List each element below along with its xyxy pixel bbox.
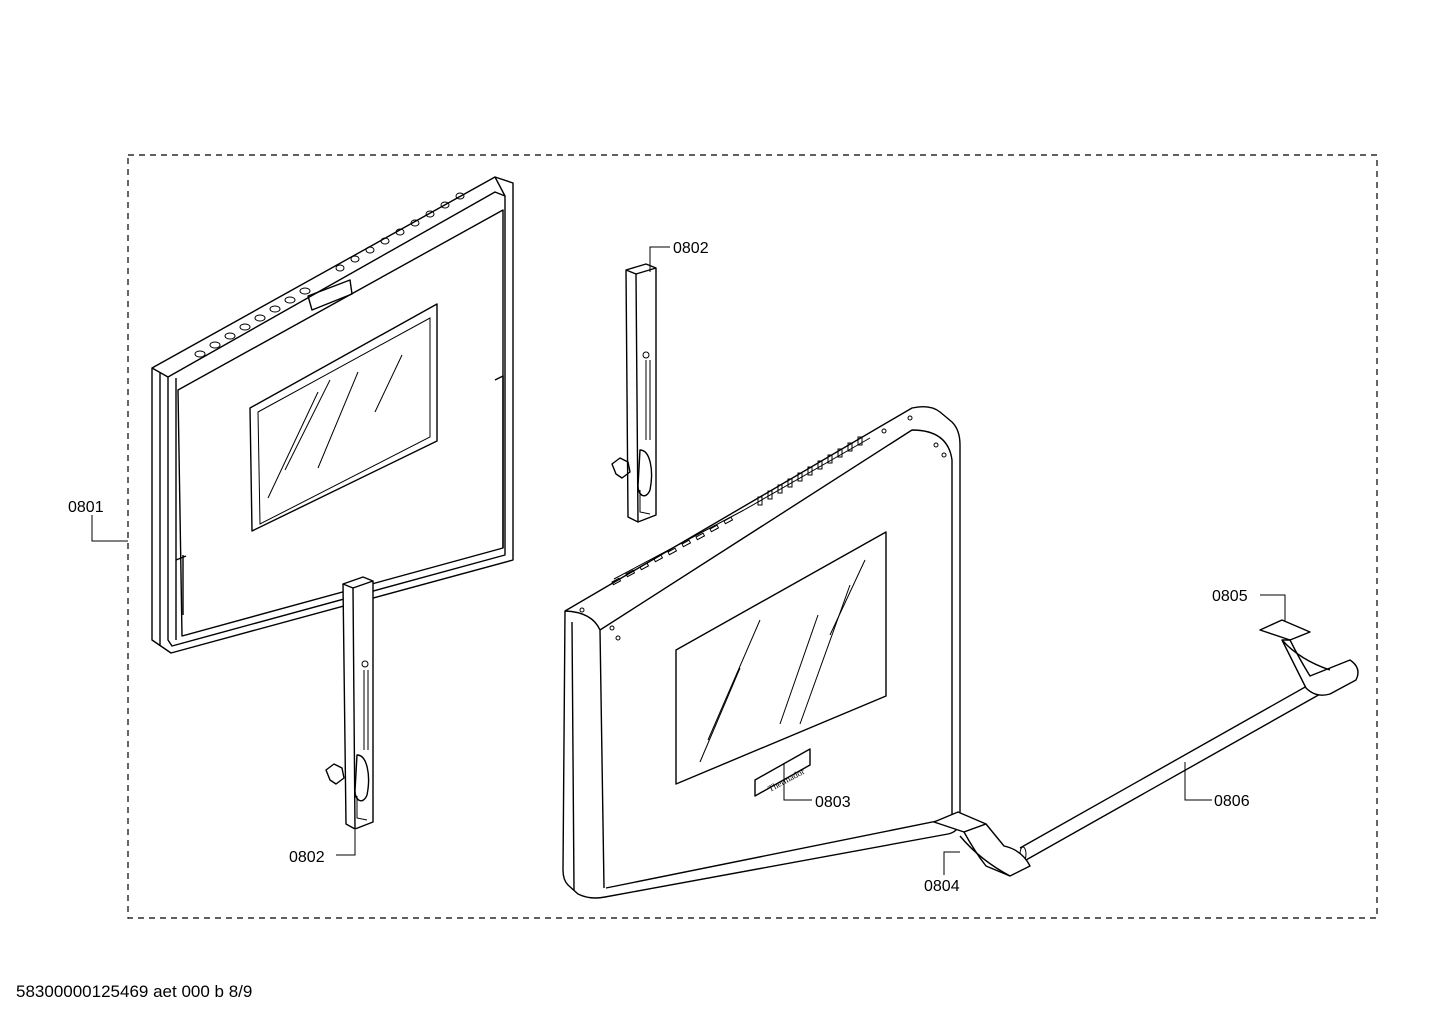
assembly-boundary: [127, 154, 1378, 919]
vent-slots: [613, 437, 871, 580]
part-0803-outer-door: Thermador: [562, 405, 961, 899]
label-0803: 0803: [815, 794, 851, 811]
part-0801-inner-door-frame: [151, 176, 514, 654]
label-0806: 0806: [1214, 793, 1250, 810]
label-0804: 0804: [924, 878, 960, 895]
part-0802-hinge-upper: [611, 263, 657, 523]
vent-holes: [194, 192, 465, 358]
label-0802-lower: 0802: [289, 849, 325, 866]
part-0802-hinge-lower: [325, 576, 374, 830]
document-footer-id: 58300000125469 aet 000 b 8/9: [16, 982, 253, 1001]
part-0806-handle-bar: [1019, 670, 1339, 862]
part-0805-handle-end-right: [1259, 619, 1359, 696]
part-0804-handle-end-left: [933, 811, 1031, 877]
label-0805: 0805: [1212, 588, 1248, 605]
leader-lines: [91, 246, 1286, 875]
label-0802-upper: 0802: [673, 240, 709, 257]
label-0801: 0801: [68, 499, 104, 516]
